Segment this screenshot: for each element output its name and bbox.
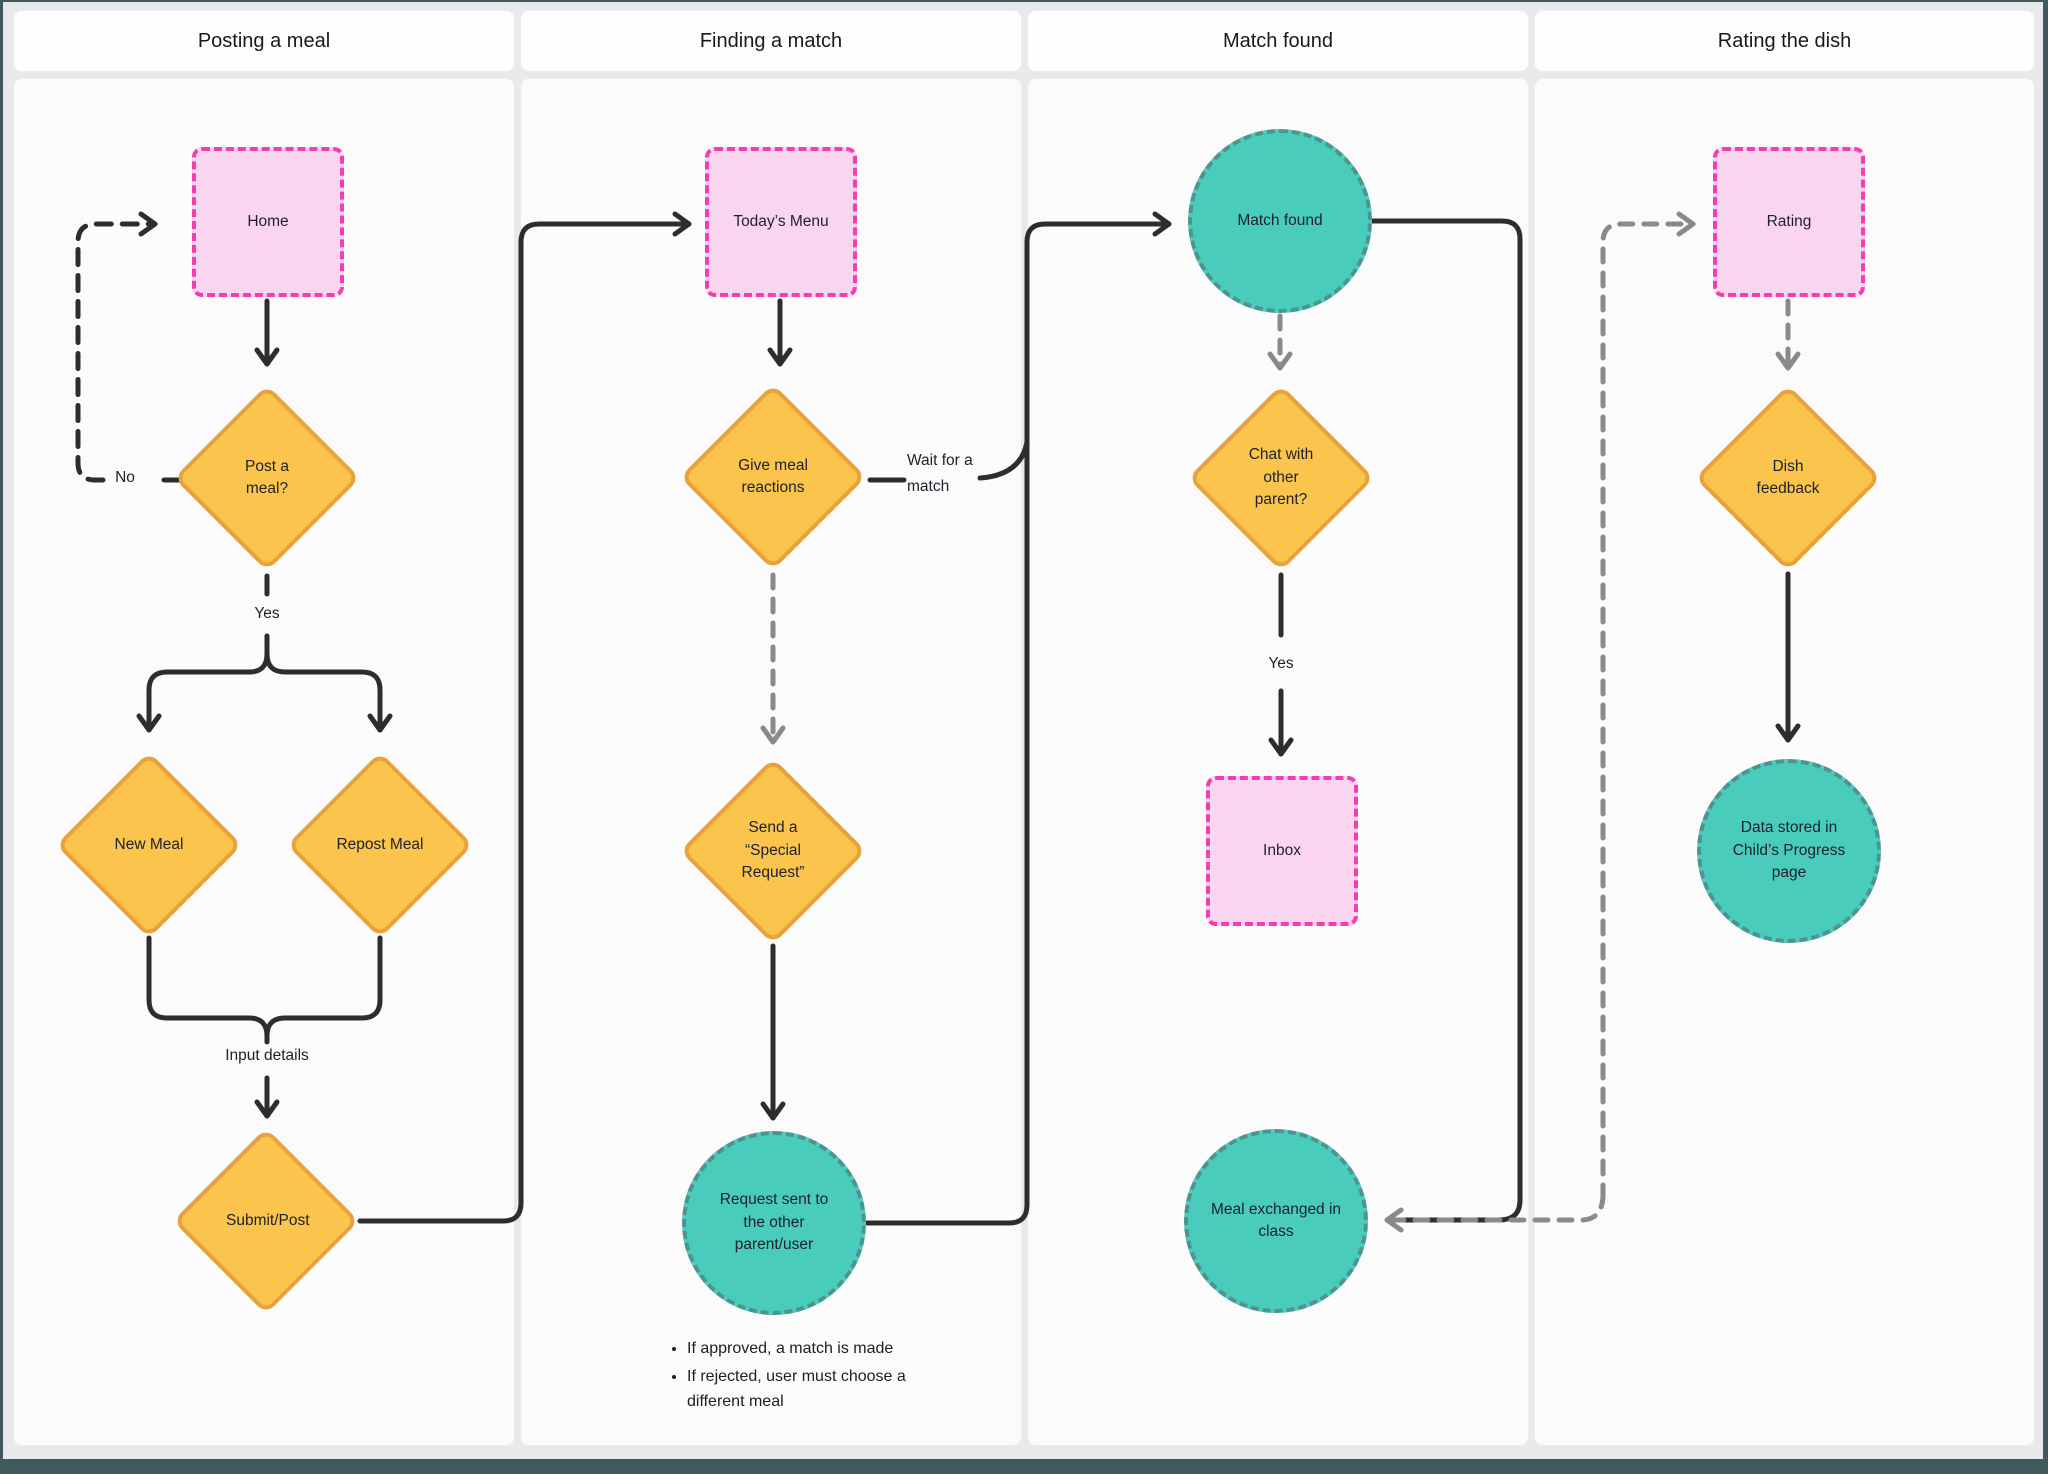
- node-data-stored[interactable]: Data stored in Child’s Progress page: [1697, 759, 1881, 943]
- edge-label-yes-post[interactable]: Yes: [254, 605, 280, 622]
- edge-loop-to-rating[interactable]: [1600, 211, 1696, 1201]
- node-label: Chat with other parent?: [1248, 446, 1314, 509]
- node-give-meal-reactions[interactable]: Give meal reactions: [679, 383, 867, 571]
- match-notes-list[interactable]: If approved, a match is made If rejected…: [665, 1336, 937, 1417]
- lane-header-finding-a-match[interactable]: Finding a match: [520, 10, 1022, 72]
- node-post-a-meal[interactable]: Post a meal?: [173, 384, 361, 572]
- node-label: Dish feedback: [1756, 457, 1820, 497]
- edge-no-loop-to-home[interactable]: [75, 211, 158, 483]
- node-home[interactable]: Home: [192, 147, 344, 297]
- node-label: Data stored in Child’s Progress page: [1732, 819, 1846, 882]
- node-new-meal[interactable]: New Meal: [55, 751, 243, 939]
- lane-title: Rating the dish: [1717, 29, 1852, 52]
- node-request-sent[interactable]: Request sent to the other parent/user: [682, 1131, 866, 1315]
- edge-request-sent-to-match-found[interactable]: [864, 211, 1172, 1226]
- edge-label-yes-chat[interactable]: Yes: [1268, 655, 1294, 672]
- node-label: Meal exchanged in class: [1210, 1200, 1342, 1240]
- lane-header-posting-a-meal[interactable]: Posting a meal: [13, 10, 515, 72]
- edge-label-no[interactable]: No: [115, 469, 135, 486]
- edge-match-found-to-meal-exchanged[interactable]: [1369, 218, 1523, 1223]
- node-label: Home: [247, 212, 289, 230]
- edge-yes-to-repost-meal[interactable]: [264, 633, 393, 733]
- node-label: Send a “Special Request”: [741, 819, 805, 882]
- edge-new-meal-merge[interactable]: [146, 935, 270, 1045]
- node-rating[interactable]: Rating: [1713, 147, 1865, 297]
- edge-wait-for-match-curve[interactable]: [977, 439, 1030, 481]
- edge-submit-to-todays-menu[interactable]: [357, 211, 692, 1224]
- node-meal-exchanged[interactable]: Meal exchanged in class: [1184, 1129, 1368, 1313]
- edge-yes-to-new-meal[interactable]: [136, 633, 270, 733]
- edge-label-input-details[interactable]: Input details: [225, 1047, 309, 1064]
- node-chat-other-parent[interactable]: Chat with other parent?: [1187, 384, 1375, 572]
- node-label: Repost Meal: [336, 835, 424, 853]
- node-label: Match found: [1237, 211, 1323, 229]
- edge-into-meal-exchanged[interactable]: [1384, 1191, 1606, 1233]
- node-label: Request sent to the other parent/user: [719, 1191, 829, 1254]
- lane-title: Posting a meal: [197, 29, 331, 52]
- node-todays-menu[interactable]: Today’s Menu: [705, 147, 857, 297]
- node-label: Give meal reactions: [738, 456, 808, 496]
- node-repost-meal[interactable]: Repost Meal: [286, 751, 474, 939]
- node-match-found[interactable]: Match found: [1188, 129, 1372, 313]
- node-label: New Meal: [114, 835, 184, 853]
- node-inbox[interactable]: Inbox: [1206, 776, 1358, 926]
- node-label: Post a meal?: [245, 457, 289, 497]
- connector-layer: [75, 211, 1801, 1233]
- node-dish-feedback[interactable]: Dish feedback: [1694, 384, 1882, 572]
- node-submit-post[interactable]: Submit/Post: [172, 1127, 360, 1315]
- note-item: If rejected, user must choose a differen…: [687, 1364, 937, 1415]
- flowchart-canvas: Posting a meal Finding a match Match fou…: [3, 2, 2043, 1459]
- lane-header-match-found[interactable]: Match found: [1027, 10, 1529, 72]
- lane-title: Finding a match: [699, 29, 843, 52]
- node-label: Inbox: [1263, 841, 1301, 859]
- node-label: Submit/Post: [226, 1211, 310, 1229]
- edge-label-wait-for-match[interactable]: Wait for a match: [907, 452, 973, 495]
- node-send-special-request[interactable]: Send a “Special Request”: [679, 757, 867, 945]
- lane-title: Match found: [1222, 29, 1334, 52]
- lane-header-rating-the-dish[interactable]: Rating the dish: [1534, 10, 2035, 72]
- edge-repost-meal-merge[interactable]: [264, 935, 383, 1039]
- note-item: If approved, a match is made: [687, 1336, 937, 1362]
- node-label: Today’s Menu: [733, 212, 829, 230]
- node-label: Rating: [1766, 212, 1812, 230]
